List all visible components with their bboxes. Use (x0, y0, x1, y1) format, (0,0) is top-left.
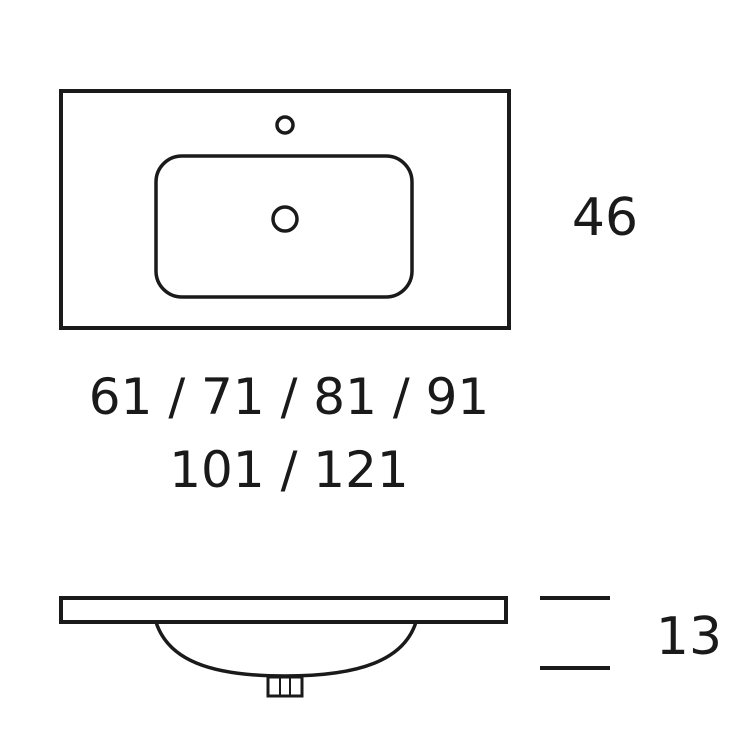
faucet-hole (275, 115, 295, 135)
basin-bowl-outline (154, 154, 414, 299)
height-dimension-marker (540, 596, 610, 670)
drain-hole (271, 205, 299, 233)
basin-bowl-profile (154, 621, 418, 678)
depth-dimension-label: 46 (572, 188, 638, 248)
countertop-outline-top (59, 89, 511, 330)
width-dimensions-line-1: 61 / 71 / 81 / 91 (89, 368, 489, 426)
side-view (59, 596, 508, 698)
drain-outlet-profile (266, 675, 304, 698)
top-view (59, 89, 511, 330)
countertop-slab-profile (59, 596, 508, 624)
height-dimension-label: 13 (656, 607, 722, 667)
width-dimensions-line-2: 101 / 121 (169, 441, 409, 499)
